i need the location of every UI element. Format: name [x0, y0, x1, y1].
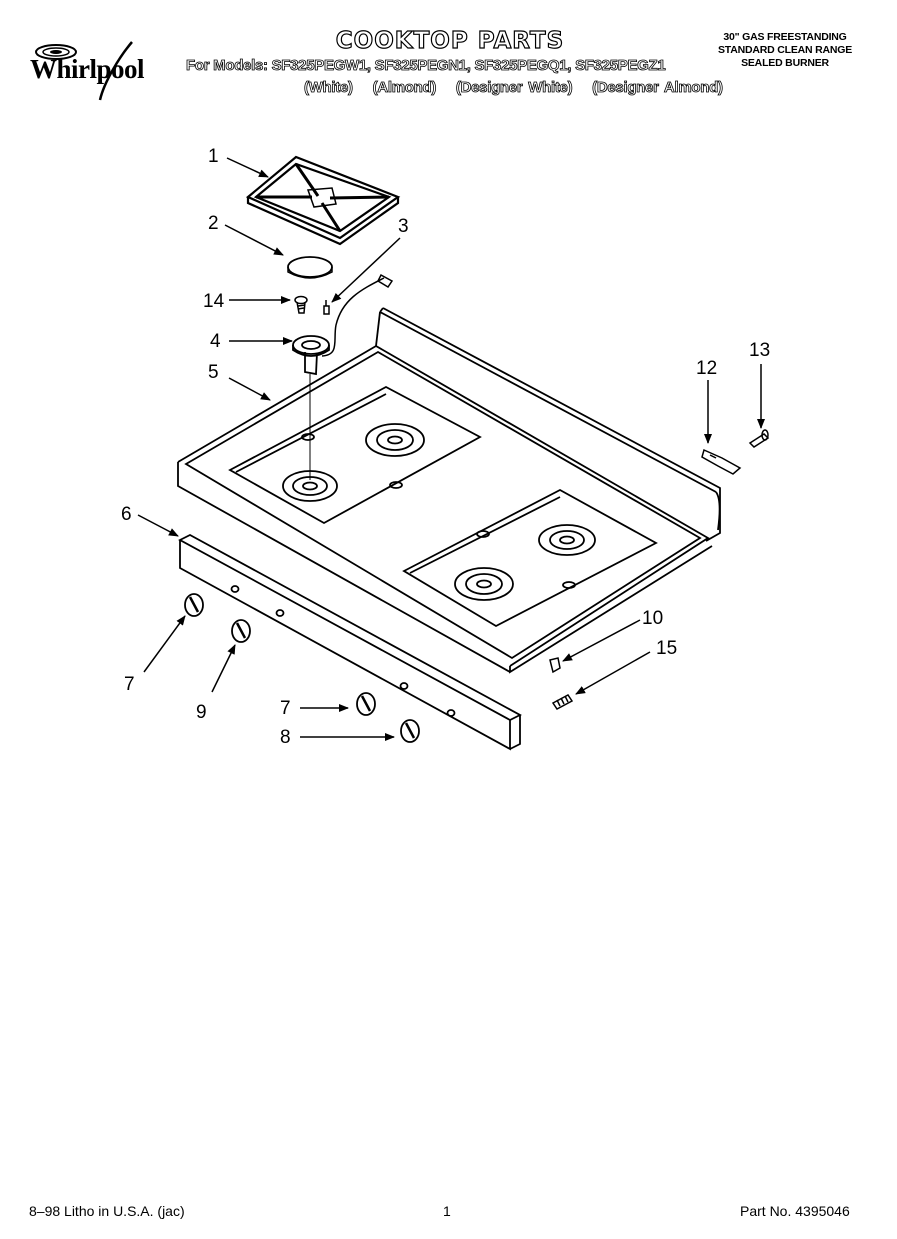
product-description: 30" GAS FREESTANDING STANDARD CLEAN RANG… — [690, 31, 880, 70]
callout-numbers: 1 2 3 14 4 5 13 12 6 10 15 7 9 7 8 — [121, 146, 770, 748]
callout-label: 4 — [210, 331, 221, 352]
variant-label: (Designer Almond) — [592, 79, 724, 97]
callout-label: 1 — [208, 146, 219, 167]
control-knob — [184, 593, 204, 617]
control-panel — [178, 533, 522, 751]
callout-label: 7 — [280, 698, 291, 719]
logo-swirl-icon — [35, 41, 133, 101]
burner-cap — [287, 256, 333, 279]
burner-screw — [294, 295, 308, 314]
page-number: 1 — [443, 1203, 451, 1219]
brand-name: Whirlpool — [30, 54, 145, 84]
callout-label: 12 — [696, 358, 717, 379]
control-knob — [356, 692, 376, 716]
control-knob — [231, 619, 251, 643]
whirlpool-logo: Whirlpool — [28, 36, 178, 106]
panel-screw — [551, 694, 574, 710]
part-number: Part No. 4395046 — [740, 1203, 850, 1219]
description-line: STANDARD CLEAN RANGE — [717, 44, 853, 56]
print-info: 8–98 Litho in U.S.A. (jac) — [29, 1203, 185, 1219]
control-knob — [400, 719, 420, 743]
callout-label: 3 — [398, 216, 409, 237]
callout-label: 15 — [656, 638, 677, 659]
callout-label: 14 — [203, 291, 225, 312]
description-line: SEALED BURNER — [741, 57, 829, 69]
mounting-bracket — [701, 448, 742, 475]
leader-arrows — [137, 157, 765, 741]
callout-label: 10 — [642, 608, 663, 629]
bracket-screw — [748, 429, 770, 448]
callout-label: 13 — [749, 340, 770, 361]
variant-label: (White) — [304, 79, 354, 97]
panel-clip — [549, 657, 561, 674]
variant-label: (Designer White) — [455, 79, 573, 97]
callout-label: 2 — [208, 213, 219, 234]
variant-label: (Almond) — [372, 79, 437, 97]
callout-label: 5 — [208, 362, 219, 383]
model-list: For Models: SF325PEGW1, SF325PEGN1, SF32… — [186, 57, 667, 75]
igniter-assembly — [321, 273, 394, 357]
callout-label: 8 — [280, 727, 291, 748]
cooktop — [177, 307, 721, 674]
description-line: 30" GAS FREESTANDING — [723, 31, 847, 43]
burner-grate — [245, 155, 401, 246]
page-title: COOKTOP PARTS — [335, 27, 565, 54]
burner-base — [292, 335, 330, 480]
callout-label: 9 — [196, 702, 207, 723]
callout-label: 6 — [121, 504, 132, 525]
callout-label: 7 — [124, 674, 135, 695]
model-variants: (White) (Almond) (Designer White) (Desig… — [304, 79, 737, 97]
